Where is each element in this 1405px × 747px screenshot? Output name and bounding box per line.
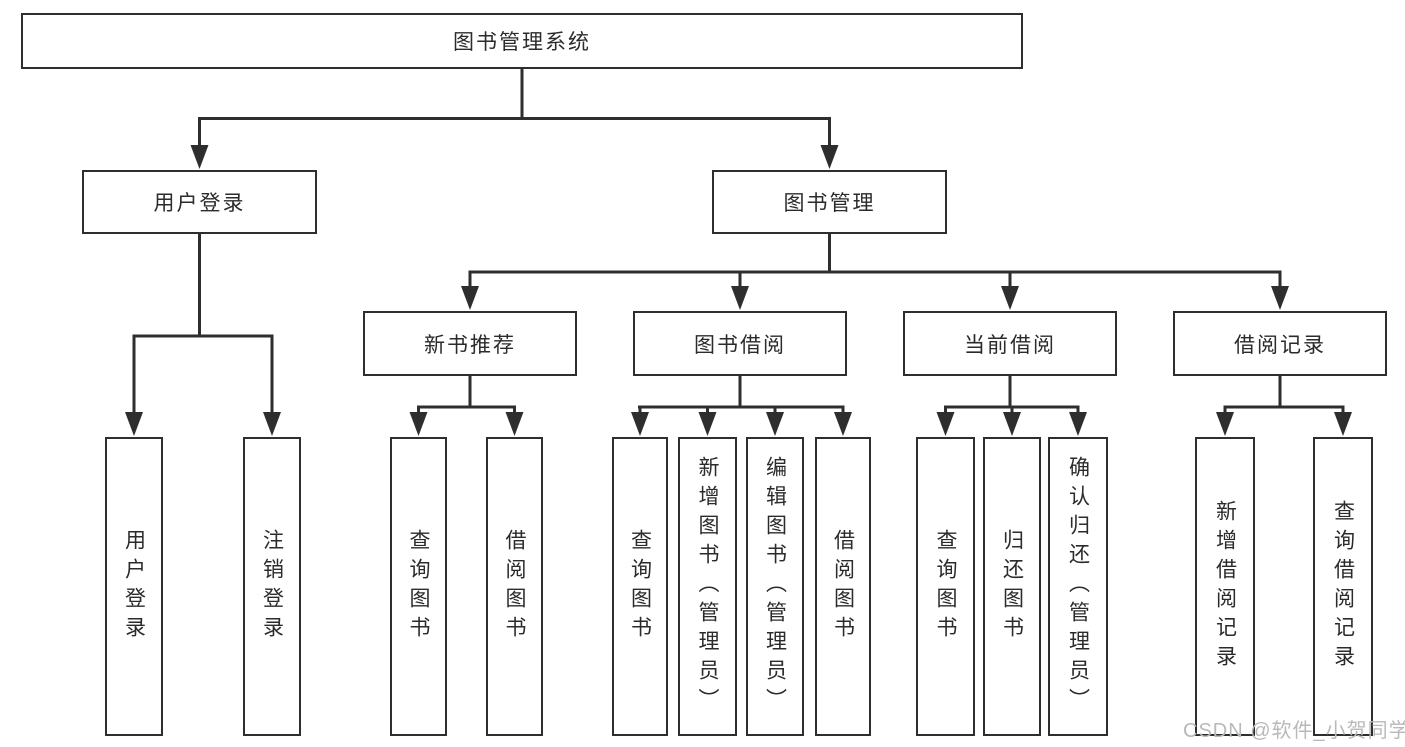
arrowhead-icon (1001, 286, 1019, 310)
node-label: 新书推荐 (424, 333, 516, 357)
node-label: 借阅记录 (1234, 333, 1326, 357)
node-label: 图书管理系统 (453, 31, 591, 54)
arrowhead-icon (1003, 412, 1021, 436)
node-label: 新增借阅记录 (1213, 499, 1237, 674)
node-query-borrow-record: 查询借阅记录 (1313, 437, 1373, 736)
arrowhead-icon (820, 145, 839, 169)
arrowhead-icon (936, 412, 955, 436)
node-logout-action: 注销登录 (243, 437, 301, 736)
node-new-book-recommendation: 新书推荐 (363, 311, 577, 376)
node-label: 查询图书 (934, 528, 957, 645)
arrowhead-icon (461, 286, 479, 310)
arrowhead-icon (263, 412, 281, 436)
node-label: 确认归还（管理员） (1066, 456, 1090, 717)
arrowhead-icon (698, 412, 717, 436)
connector-root-to-level2 (190, 68, 839, 169)
node-library-management-system: 图书管理系统 (21, 13, 1023, 69)
arrowhead-icon (190, 145, 209, 169)
node-label: 注销登录 (260, 528, 284, 645)
arrowhead-icon (409, 412, 428, 436)
connector-borrow-to-leaves (631, 376, 852, 436)
connector-newbook-to-leaves (409, 376, 524, 436)
node-recommend-borrow-books: 借阅图书 (486, 437, 543, 736)
node-add-borrow-record: 新增借阅记录 (1195, 437, 1255, 736)
arrowhead-icon (834, 412, 852, 436)
node-current-borrowing: 当前借阅 (903, 311, 1117, 376)
node-confirm-return-admin: 确认归还（管理员） (1048, 437, 1108, 736)
arrowhead-icon (125, 412, 143, 436)
node-label: 图书管理 (783, 192, 876, 215)
node-label: 查询借阅记录 (1331, 499, 1355, 674)
node-borrowing-records: 借阅记录 (1173, 311, 1387, 376)
csdn-watermark: CSDN @软件_小贺同学 (1183, 720, 1405, 742)
node-label: 新增图书（管理员） (696, 456, 719, 717)
connector-userlogin-to-leaves (125, 234, 281, 436)
arrowhead-icon (731, 286, 749, 310)
arrowhead-icon (1271, 286, 1289, 310)
node-label: 归还图书 (1000, 528, 1024, 645)
node-label: 用户登录 (122, 528, 146, 645)
node-label: 用户登录 (153, 192, 246, 215)
node-recommend-query-books: 查询图书 (390, 437, 447, 736)
node-book-borrowing: 图书借阅 (633, 311, 847, 376)
node-book-management: 图书管理 (712, 170, 947, 234)
connector-bookmgmt-to-level3 (461, 234, 1289, 310)
node-current-query-books: 查询图书 (916, 437, 975, 736)
node-label: 借阅图书 (503, 528, 526, 645)
node-label: 查询图书 (628, 528, 652, 645)
node-user-login-action: 用户登录 (105, 437, 163, 736)
arrowhead-icon (766, 412, 784, 436)
node-borrow-books: 借阅图书 (815, 437, 871, 736)
node-add-book-admin: 新增图书（管理员） (678, 437, 737, 736)
node-label: 当前借阅 (964, 333, 1056, 357)
arrowhead-icon (631, 412, 649, 436)
node-user-login: 用户登录 (82, 170, 317, 234)
node-return-books: 归还图书 (983, 437, 1041, 736)
connector-current-to-leaves (936, 376, 1087, 436)
node-borrow-query-books: 查询图书 (612, 437, 668, 736)
node-label: 查询图书 (407, 528, 430, 645)
connector-records-to-leaves (1216, 376, 1352, 436)
node-edit-book-admin: 编辑图书（管理员） (746, 437, 804, 736)
node-label: 图书借阅 (694, 333, 786, 357)
arrowhead-icon (1334, 412, 1352, 436)
arrowhead-icon (505, 412, 524, 436)
arrowhead-icon (1069, 412, 1087, 436)
node-label: 借阅图书 (831, 528, 855, 645)
node-label: 编辑图书（管理员） (763, 456, 787, 717)
arrowhead-icon (1216, 412, 1234, 436)
